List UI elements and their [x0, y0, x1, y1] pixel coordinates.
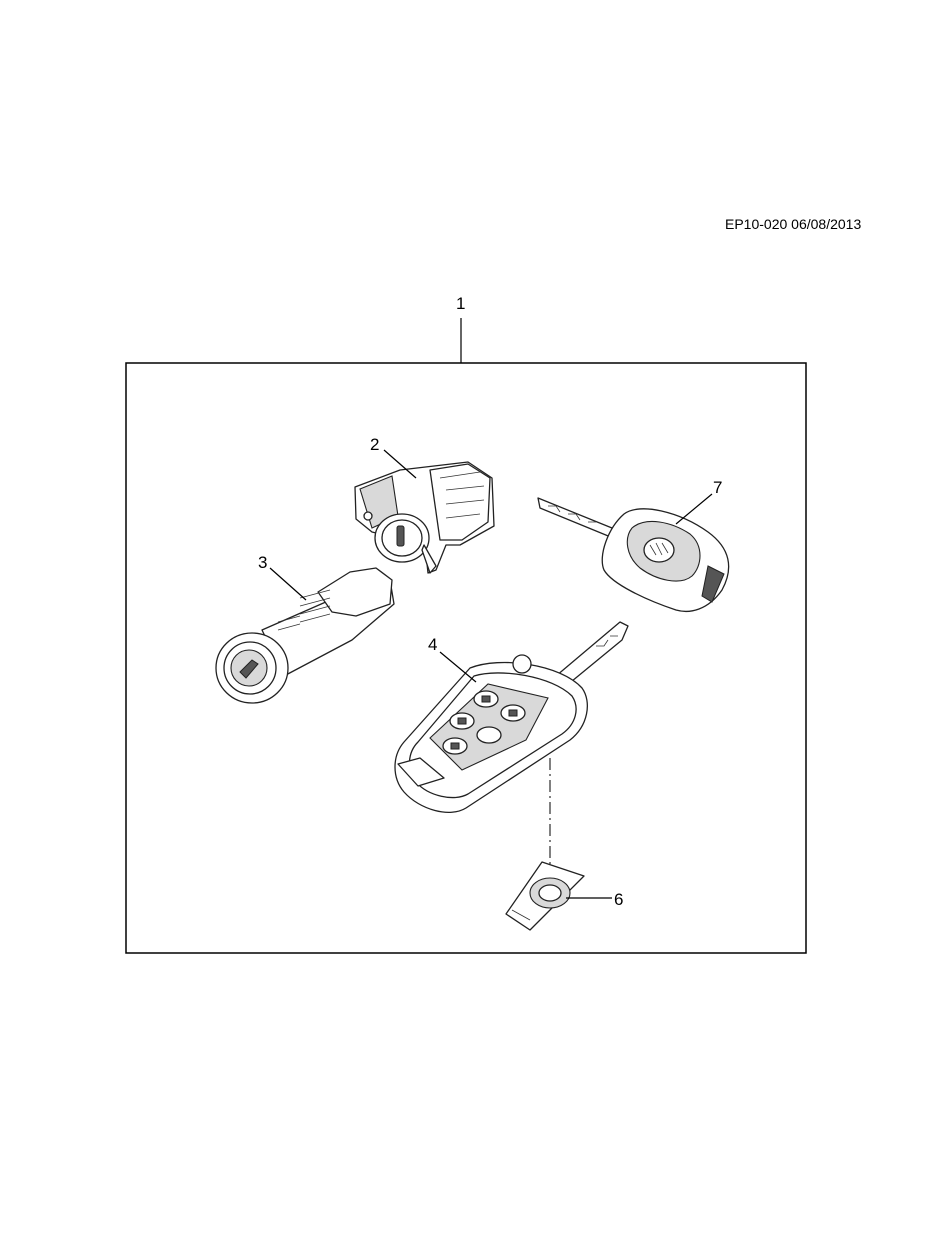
remote-key-fob — [394, 621, 629, 813]
callout-2: 2 — [370, 435, 379, 454]
lock-cylinder — [215, 567, 395, 704]
ignition-lock-housing — [354, 461, 495, 574]
callout-3: 3 — [258, 553, 267, 572]
callout-4: 4 — [428, 635, 437, 654]
leader-4 — [439, 651, 477, 683]
kit-frame — [125, 362, 807, 954]
callout-7: 7 — [713, 478, 722, 497]
fob-battery-cover — [505, 861, 585, 931]
leader-7 — [675, 493, 713, 525]
drawing-reference: EP10-020 06/08/2013 — [725, 216, 862, 232]
callout-6: 6 — [614, 890, 623, 909]
leader-3 — [269, 567, 307, 601]
callout-1: 1 — [456, 294, 465, 313]
leader-2 — [383, 449, 417, 479]
transponder-key — [537, 497, 730, 613]
